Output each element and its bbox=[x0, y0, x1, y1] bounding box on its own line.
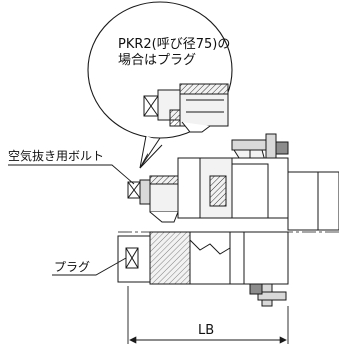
leader-lines bbox=[8, 164, 135, 276]
dimension-lb bbox=[127, 286, 289, 344]
pipe-upper bbox=[287, 171, 339, 231]
lower-bolt bbox=[249, 283, 287, 307]
callout-line-2: 場合はプラグ bbox=[118, 53, 196, 68]
plug-label: プラグ bbox=[54, 260, 90, 274]
air-vent-bolt-label: 空気抜き用ボルト bbox=[8, 148, 104, 163]
callout-line-1: PKR2(呼び径75)の bbox=[118, 37, 230, 52]
lower-body bbox=[117, 231, 289, 285]
callout-bubble: PKR2(呼び径75)の 場合はプラグ bbox=[87, 1, 233, 169]
valve-body bbox=[177, 157, 289, 219]
valve-assembly bbox=[117, 133, 339, 307]
callout-detail-plug-drawing bbox=[143, 83, 229, 133]
plug-drawing bbox=[125, 247, 139, 269]
dimension-lb-label: LB bbox=[198, 323, 214, 338]
left-flange bbox=[127, 175, 179, 223]
